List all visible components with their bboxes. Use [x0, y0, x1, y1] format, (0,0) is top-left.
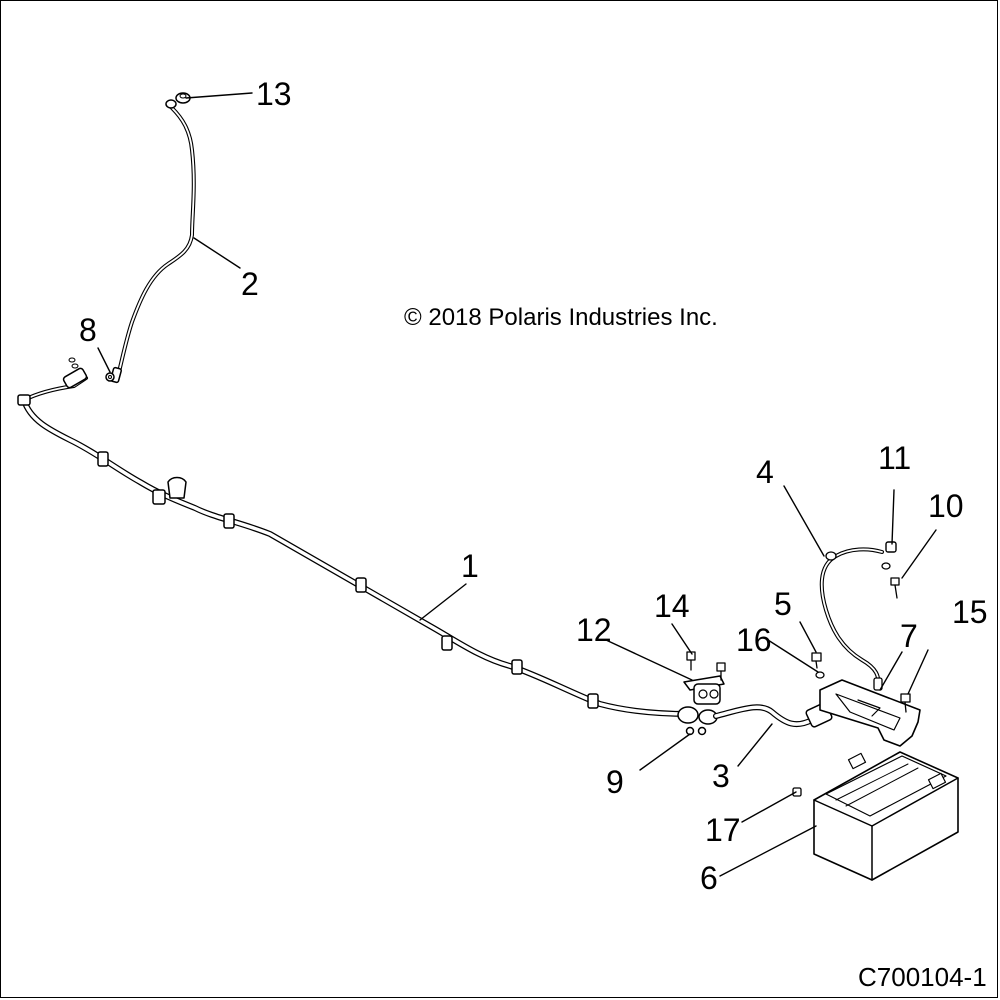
callout-12: 12 — [576, 612, 612, 648]
relay-12 — [683, 675, 725, 705]
callout-3: 3 — [712, 758, 730, 794]
nut-11 — [885, 541, 897, 553]
battery-6 — [813, 751, 959, 881]
bolt-15 — [900, 693, 911, 713]
leader-lines — [97, 92, 937, 877]
callout-1: 1 — [461, 548, 479, 584]
washer-16 — [815, 671, 825, 679]
bracket-7 — [819, 679, 921, 747]
callout-8: 8 — [79, 312, 97, 348]
callout-6: 6 — [700, 860, 718, 896]
callout-16: 16 — [736, 622, 772, 658]
callout-2: 2 — [241, 266, 259, 302]
cable-3 — [677, 702, 833, 728]
callout-11: 11 — [878, 440, 912, 476]
cable-1 — [17, 357, 693, 717]
callout-4: 4 — [756, 454, 774, 490]
copyright-notice: © 2018 Polaris Industries Inc. — [404, 304, 718, 331]
callout-14: 14 — [654, 588, 690, 624]
callout-7: 7 — [900, 618, 918, 654]
callout-9: 9 — [606, 764, 624, 800]
cable-2 — [110, 99, 196, 384]
callout-10: 10 — [928, 488, 964, 524]
bolt-14 — [686, 651, 726, 681]
nut-8 — [105, 372, 115, 382]
cable-4 — [819, 547, 891, 691]
callout-5: 5 — [774, 586, 792, 622]
callout-13: 13 — [256, 76, 292, 112]
callout-17: 17 — [705, 812, 741, 848]
bolt-10 — [890, 577, 900, 599]
diagram-id: C700104-1 — [858, 962, 987, 992]
callout-15: 15 — [952, 594, 988, 630]
bolt-5 — [811, 652, 822, 669]
nut-9 — [685, 726, 707, 736]
nut-17 — [792, 787, 802, 797]
